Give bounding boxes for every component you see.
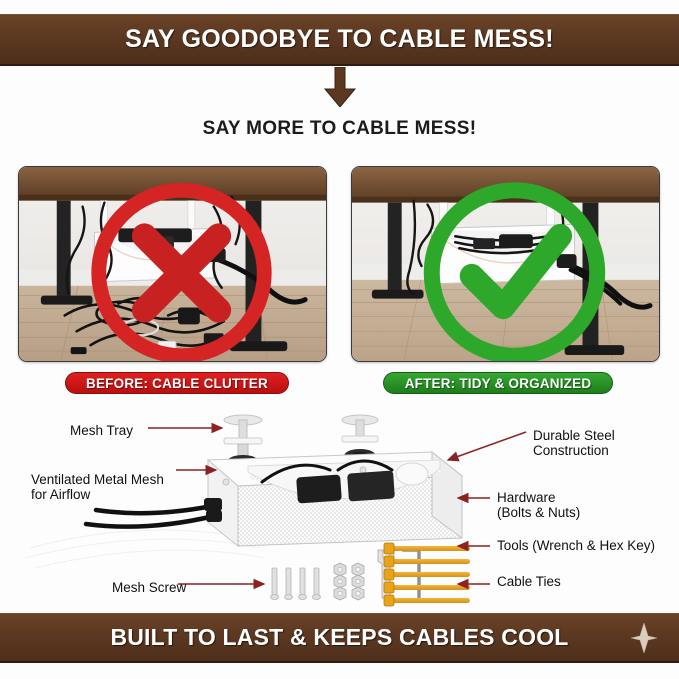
annotation-hardware-line2: (Bolts & Nuts) <box>497 505 581 520</box>
annotation-cable-ties: Cable Ties <box>497 574 561 589</box>
product-diagram-illustration <box>24 414 527 607</box>
annotation-ventilated-mesh: Ventilated Metal Mesh for Airflow <box>31 472 191 502</box>
before-caption-text: BEFORE: CABLE CLUTTER <box>86 375 268 391</box>
bottom-banner: BUILT TO LAST & KEEPS CABLES COOL <box>0 613 679 663</box>
subtitle: SAY MORE TO CABLE MESS! <box>202 118 477 139</box>
annotation-hardware: Hardware (Bolts & Nuts) <box>497 490 647 520</box>
top-banner-title: SAY GOODOBYE TO CABLE MESS! <box>125 25 554 53</box>
cable-ties-group <box>383 542 470 607</box>
product-diagram <box>0 398 679 613</box>
annotation-durable-steel-line1: Durable Steel <box>533 428 615 443</box>
annotation-ventilated-mesh-line1: Ventilated Metal Mesh <box>31 472 164 487</box>
bottom-banner-title: BUILT TO LAST & KEEPS CABLES COOL <box>110 624 569 650</box>
annotation-hardware-line1: Hardware <box>497 490 556 505</box>
leader-durable-steel <box>446 431 527 462</box>
after-caption-badge: AFTER: TIDY & ORGANIZED <box>383 372 613 394</box>
annotation-durable-steel-line2: Construction <box>533 443 609 458</box>
annotation-mesh-screw: Mesh Screw <box>112 580 187 595</box>
annotation-ventilated-mesh-line2: for Airflow <box>31 487 91 502</box>
after-photo <box>351 166 660 362</box>
annotation-mesh-tray: Mesh Tray <box>70 423 134 438</box>
before-caption-badge: BEFORE: CABLE CLUTTER <box>65 372 289 394</box>
before-photo <box>18 166 327 362</box>
red-cross-circle-icon <box>91 182 272 361</box>
green-check-circle-icon <box>423 182 606 361</box>
diamond-sparkle-icon <box>631 622 657 653</box>
top-banner: SAY GOODOBYE TO CABLE MESS! <box>0 14 679 66</box>
annotation-durable-steel: Durable Steel Construction <box>533 428 673 458</box>
after-caption-text: AFTER: TIDY & ORGANIZED <box>404 375 592 391</box>
down-arrow-icon <box>323 67 356 107</box>
annotation-tools: Tools (Wrench & Hex Key) <box>497 538 656 553</box>
